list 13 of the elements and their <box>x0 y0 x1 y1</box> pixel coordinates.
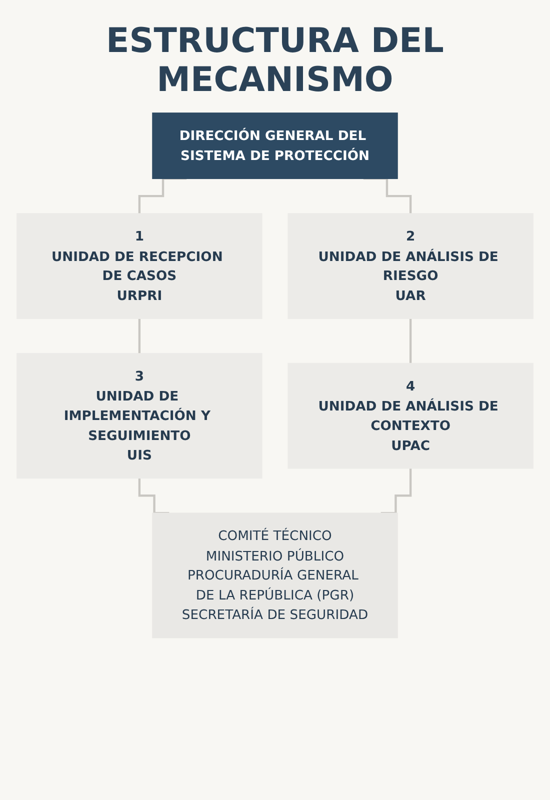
connector <box>138 318 141 355</box>
connector <box>138 178 187 215</box>
connector <box>380 467 412 514</box>
connector <box>363 178 412 215</box>
node-box: DIRECCIÓN GENERAL DEL SISTEMA DE PROTECCIÓN <box>152 112 398 180</box>
node-box: 2 UNIDAD DE ANÁLISIS DE RIESGO UAR <box>288 213 534 320</box>
node-box: COMITÉ TÉCNICO MINISTERIO PÚBLICO PROCURADURÍA GENERAL DE LA REPÚBLICA (PGR) SECRETARÍA DE SEGURIDAD <box>152 512 398 638</box>
connector <box>138 477 170 514</box>
node-box: 3 UNIDAD DE IMPLEMENTACIÓN Y SEGUIMIENTO UIS <box>16 353 262 479</box>
node-box: 1 UNIDAD DE RECEPCION DE CASOS URPRI <box>16 213 262 320</box>
node-box: 4 UNIDAD DE ANÁLISIS DE CONTEXTO UPAC <box>288 363 534 469</box>
connector <box>409 318 412 365</box>
title: ESTRUCTURA DEL MECANISMO <box>105 22 445 100</box>
